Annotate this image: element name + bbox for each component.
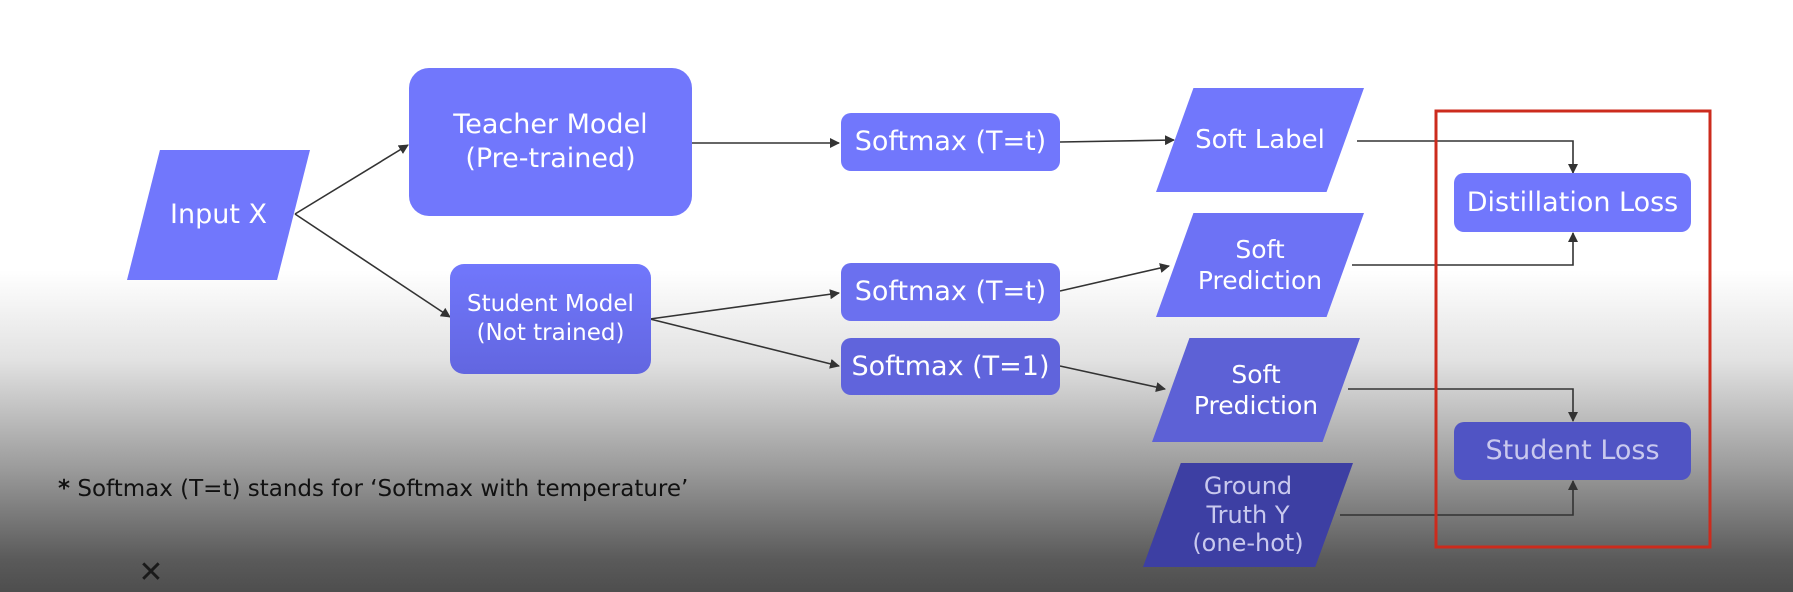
ground-truth-line2: Truth Y <box>1206 500 1290 529</box>
arrow-softmax-t-softpred <box>1059 263 1170 292</box>
close-icon[interactable]: ✕ <box>138 555 164 590</box>
arrow-student-softmax-1 <box>649 318 840 369</box>
teacher-label-1: Teacher Model <box>453 109 648 141</box>
ground-truth-line3: (one-hot) <box>1192 529 1304 558</box>
soft-prediction-t-line2: Prediction <box>1197 266 1323 295</box>
arrow-softlabel-distill <box>1357 140 1578 174</box>
ground-truth-line1: Ground <box>1203 471 1293 500</box>
input-label: Input X <box>170 199 267 231</box>
arrow-softpred-studentloss <box>1348 388 1578 422</box>
arrow-softmax-softlabel <box>1059 135 1175 146</box>
arrow-input-teacher <box>294 144 409 215</box>
student-label-1: Student Model <box>467 291 634 318</box>
soft-prediction-t-node: Soft Prediction <box>1156 213 1364 317</box>
arrow-groundtruth-studentloss <box>1340 480 1578 516</box>
soft-label-text: Soft Label <box>1195 124 1325 155</box>
softmax-student-t-node: Softmax (T=t) <box>841 263 1060 321</box>
soft-label-node: Soft Label <box>1156 88 1364 192</box>
arrow-student-softmax-t <box>649 289 840 320</box>
soft-prediction-t-line1: Soft <box>1235 234 1285 264</box>
footnote-star: * <box>58 476 71 502</box>
input-node: Input X <box>127 150 310 280</box>
student-loss-label: Student Loss <box>1485 435 1660 467</box>
teacher-label-2: (Pre-trained) <box>465 143 636 174</box>
softmax-student-1-label: Softmax (T=1) <box>851 350 1050 382</box>
softmax-teacher-label: Softmax (T=t) <box>854 126 1047 158</box>
soft-prediction-1-node: Soft Prediction <box>1152 338 1360 442</box>
teacher-model-node: Teacher Model (Pre-trained) <box>409 68 692 216</box>
softmax-student-1-node: Softmax (T=1) <box>841 338 1060 395</box>
loss-highlight-frame <box>1434 109 1712 549</box>
arrow-input-student <box>294 213 451 318</box>
footnote: * Softmax (T=t) stands for ‘Softmax with… <box>58 476 688 502</box>
ground-truth-node: Ground Truth Y (one-hot) <box>1143 463 1353 567</box>
footnote-text: Softmax (T=t) stands for ‘Softmax with t… <box>70 476 689 502</box>
student-loss-node: Student Loss <box>1454 422 1691 480</box>
distillation-loss-label: Distillation Loss <box>1466 186 1679 218</box>
soft-prediction-1-line1: Soft <box>1231 359 1281 389</box>
softmax-teacher-node: Softmax (T=t) <box>841 113 1060 171</box>
student-label-2: (Not trained) <box>476 320 625 346</box>
soft-prediction-1-line2: Prediction <box>1193 391 1319 420</box>
distillation-loss-node: Distillation Loss <box>1454 173 1691 232</box>
student-model-node: Student Model (Not trained) <box>450 264 651 374</box>
softmax-student-t-label: Softmax (T=t) <box>854 276 1047 308</box>
arrow-softpred-distill <box>1352 232 1578 266</box>
arrow-softmax-1-softpred <box>1059 365 1166 392</box>
